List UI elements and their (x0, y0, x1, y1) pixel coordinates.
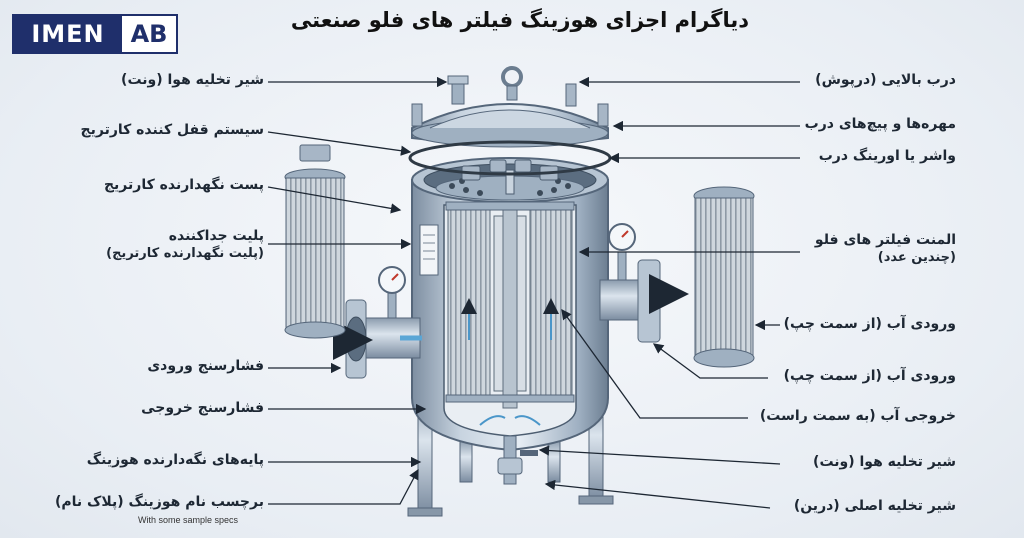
label-cartridge-post: پست نگهدارنده کارتریج (103, 177, 264, 193)
outlet-pipe (599, 223, 689, 343)
loose-cartridge-left (284, 144, 346, 339)
label-name-plate: برچسب نام هوزینگ (پلاک نام) (54, 494, 264, 510)
label-vent-valve-left: شیر تخلیه هوا (ونت) (121, 72, 264, 88)
brand-logo: IMEN AB (12, 14, 178, 54)
label-water-outlet: خروجی آب (به سمت راست) (759, 408, 956, 424)
label-outlet-gauge: فشارسنج خروجی (141, 400, 264, 416)
label-filter-elements-sub: (چندین عدد) (877, 249, 956, 265)
label-drain-valve: شیر تخلیه اصلی (درین) (793, 498, 956, 514)
label-top-lid: درب بالایی (درپوش) (815, 72, 956, 88)
label-lid-oring: واشر یا اورینگ درب (818, 148, 956, 164)
label-water-inlet-1: ورودی آب (از سمت چپ) (783, 316, 956, 332)
label-inlet-gauge: فشارسنج ورودی (147, 358, 264, 374)
label-separator-plate-main: پلیت جداکننده (168, 228, 264, 244)
label-filter-elements-main: المنت فیلتر های فلو (814, 232, 956, 248)
internal-flow-arrows (461, 298, 559, 426)
name-plate (419, 224, 439, 276)
top-lid (411, 66, 609, 148)
label-separator-plate: پلیت جداکننده (پلیت نگهدارنده کارتریج) (106, 228, 264, 262)
label-lid-bolts: مهره‌ها و پیچ‌های درب (804, 116, 956, 132)
loose-cartridge-right (693, 186, 755, 368)
label-separator-plate-sub: (پلیت نگهدارنده کارتریج) (106, 245, 264, 261)
drain-valve (497, 435, 538, 485)
filter-cartridges-inside (445, 201, 575, 409)
label-name-plate-note: With some sample specs (138, 515, 239, 525)
left-leader-lines (267, 76, 448, 505)
label-water-inlet-2: ورودی آب (از سمت چپ) (783, 368, 956, 384)
label-vent-valve-right: شیر تخلیه هوا (ونت) (813, 454, 956, 470)
logo-text-part2: AB (122, 16, 176, 52)
logo-text-part1: IMEN (14, 16, 122, 52)
label-cartridge-lock: سیستم قفل کننده کارتریج (80, 122, 264, 138)
right-leader-lines (538, 76, 800, 509)
label-filter-elements: المنت فیلتر های فلو (چندین عدد) (815, 232, 956, 266)
label-support-legs: پایه‌های نگه‌دارنده هوزینگ (86, 452, 264, 468)
inlet-pipe (333, 266, 422, 379)
diagram-title: دیاگرام اجزای هوزینگ فیلتر های فلو صنعتی (290, 8, 750, 32)
